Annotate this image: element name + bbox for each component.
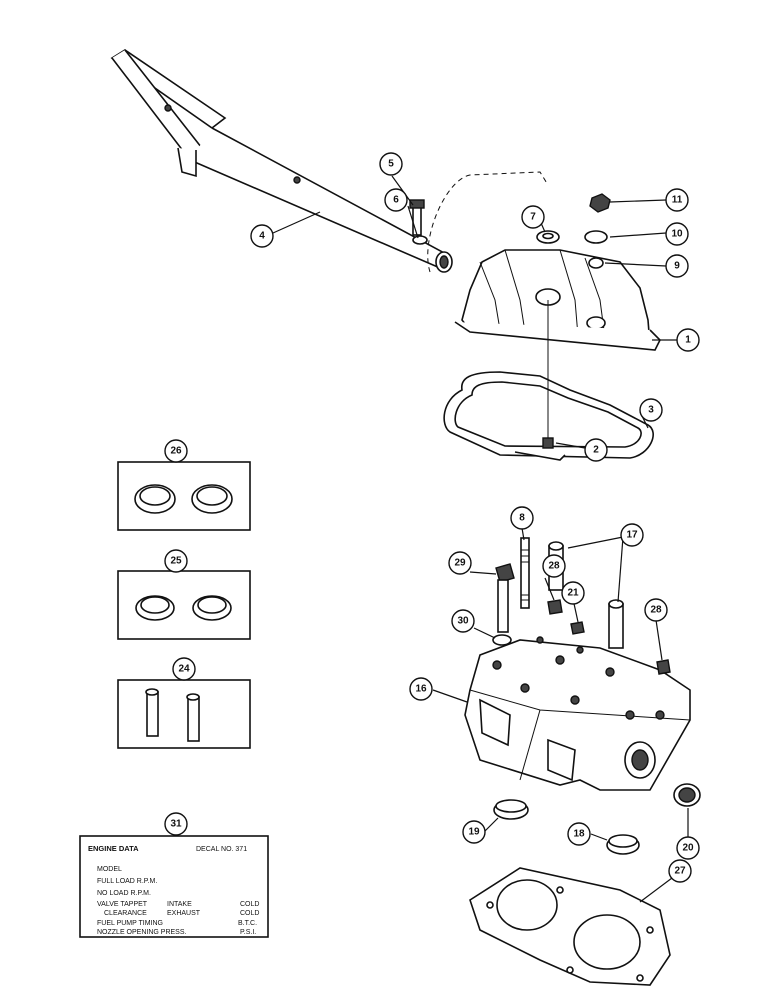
callout-9: 9 bbox=[665, 254, 689, 278]
decal-cold-1: COLD bbox=[240, 901, 259, 908]
callout-4: 4 bbox=[250, 224, 274, 248]
svg-text:27: 27 bbox=[674, 866, 686, 877]
decal-number: DECAL NO. 371 bbox=[196, 846, 247, 853]
svg-text:11: 11 bbox=[672, 195, 683, 206]
kit-box-24 bbox=[117, 679, 251, 749]
callout-24: 24 bbox=[172, 657, 196, 681]
cylinder-head bbox=[464, 636, 691, 791]
svg-text:1: 1 bbox=[685, 335, 691, 346]
callout-7: 7 bbox=[521, 205, 545, 229]
svg-text:5: 5 bbox=[388, 159, 394, 170]
callout-5: 5 bbox=[379, 152, 403, 176]
callout-8: 8 bbox=[510, 506, 534, 530]
callout-11: 11 bbox=[665, 188, 689, 212]
washer-6 bbox=[412, 235, 428, 245]
callout-10: 10 bbox=[665, 222, 689, 246]
svg-text:24: 24 bbox=[178, 664, 190, 675]
callout-1: 1 bbox=[676, 328, 700, 352]
engine-data-decal: ENGINE DATA DECAL NO. 371 MODEL FULL LOA… bbox=[79, 835, 269, 938]
decal-fuel-pump: FUEL PUMP TIMING bbox=[97, 920, 163, 927]
ring-19 bbox=[493, 799, 529, 820]
svg-text:17: 17 bbox=[626, 530, 638, 541]
callout-18: 18 bbox=[567, 822, 591, 846]
callout-20: 20 bbox=[676, 836, 700, 860]
svg-text:10: 10 bbox=[671, 229, 683, 240]
callout-19: 19 bbox=[462, 820, 486, 844]
callout-3: 3 bbox=[639, 398, 663, 422]
svg-text:16: 16 bbox=[415, 684, 427, 695]
callout-28-right: 28 bbox=[644, 598, 668, 622]
decal-valve-tappet: VALVE TAPPET bbox=[97, 901, 148, 908]
ring-20 bbox=[673, 783, 701, 807]
svg-text:19: 19 bbox=[468, 827, 480, 838]
callout-16: 16 bbox=[409, 677, 433, 701]
stud-8 bbox=[520, 537, 530, 609]
rocker-cover bbox=[454, 249, 661, 351]
head-gasket bbox=[469, 867, 671, 986]
svg-text:25: 25 bbox=[170, 556, 182, 567]
callout-25: 25 bbox=[164, 549, 188, 573]
svg-text:30: 30 bbox=[457, 616, 469, 627]
breather-hose-outline bbox=[427, 171, 549, 273]
plug-21 bbox=[570, 621, 585, 635]
ring-18 bbox=[606, 834, 640, 855]
head-bolt-29 bbox=[495, 563, 515, 633]
nut-2 bbox=[542, 437, 554, 449]
decal-psi: P.S.I. bbox=[240, 929, 256, 936]
svg-text:31: 31 bbox=[170, 819, 182, 830]
callout-21: 21 bbox=[561, 581, 585, 605]
callout-31: 31 bbox=[164, 812, 188, 836]
svg-text:3: 3 bbox=[648, 405, 654, 416]
svg-text:21: 21 bbox=[567, 588, 579, 599]
svg-text:20: 20 bbox=[682, 843, 694, 854]
decal-clearance: CLEARANCE bbox=[104, 910, 147, 917]
decal-exhaust: EXHAUST bbox=[167, 910, 201, 917]
decal-cold-2: COLD bbox=[240, 910, 259, 917]
decal-btc: B.T.C. bbox=[238, 920, 257, 927]
callout-26: 26 bbox=[164, 439, 188, 463]
svg-text:8: 8 bbox=[519, 513, 525, 524]
decal-full-load: FULL LOAD R.P.M. bbox=[97, 878, 157, 885]
kit-box-25 bbox=[117, 570, 251, 640]
decal-no-load: NO LOAD R.P.M. bbox=[97, 890, 151, 897]
svg-text:4: 4 bbox=[259, 231, 265, 242]
plug-28b bbox=[656, 659, 671, 675]
svg-text:18: 18 bbox=[573, 829, 585, 840]
washer-30 bbox=[492, 634, 512, 646]
svg-text:28: 28 bbox=[650, 605, 662, 616]
callout-17: 17 bbox=[620, 523, 644, 547]
svg-text:2: 2 bbox=[593, 445, 599, 456]
decal-model: MODEL bbox=[97, 866, 122, 873]
callout-28-upper: 28 bbox=[542, 554, 566, 578]
svg-text:6: 6 bbox=[393, 195, 399, 206]
washer-10 bbox=[584, 230, 608, 244]
plug-28a bbox=[547, 599, 563, 615]
svg-text:26: 26 bbox=[170, 446, 182, 457]
svg-text:28: 28 bbox=[548, 561, 560, 572]
callout-27: 27 bbox=[668, 859, 692, 883]
sleeve-9 bbox=[588, 257, 604, 269]
svg-text:9: 9 bbox=[674, 261, 680, 272]
decal-title: ENGINE DATA bbox=[88, 844, 139, 853]
svg-text:29: 29 bbox=[454, 558, 466, 569]
callout-29: 29 bbox=[448, 551, 472, 575]
callout-30: 30 bbox=[451, 609, 475, 633]
callout-6: 6 bbox=[384, 188, 408, 212]
kit-box-26 bbox=[117, 461, 251, 531]
seal-washer-7-hole bbox=[542, 232, 554, 240]
nut-11 bbox=[589, 193, 611, 213]
decal-nozzle: NOZZLE OPENING PRESS. bbox=[97, 929, 187, 936]
decal-intake: INTAKE bbox=[167, 901, 192, 908]
callout-2: 2 bbox=[584, 438, 608, 462]
svg-text:7: 7 bbox=[530, 212, 536, 223]
valve-guide-17b bbox=[608, 599, 624, 649]
